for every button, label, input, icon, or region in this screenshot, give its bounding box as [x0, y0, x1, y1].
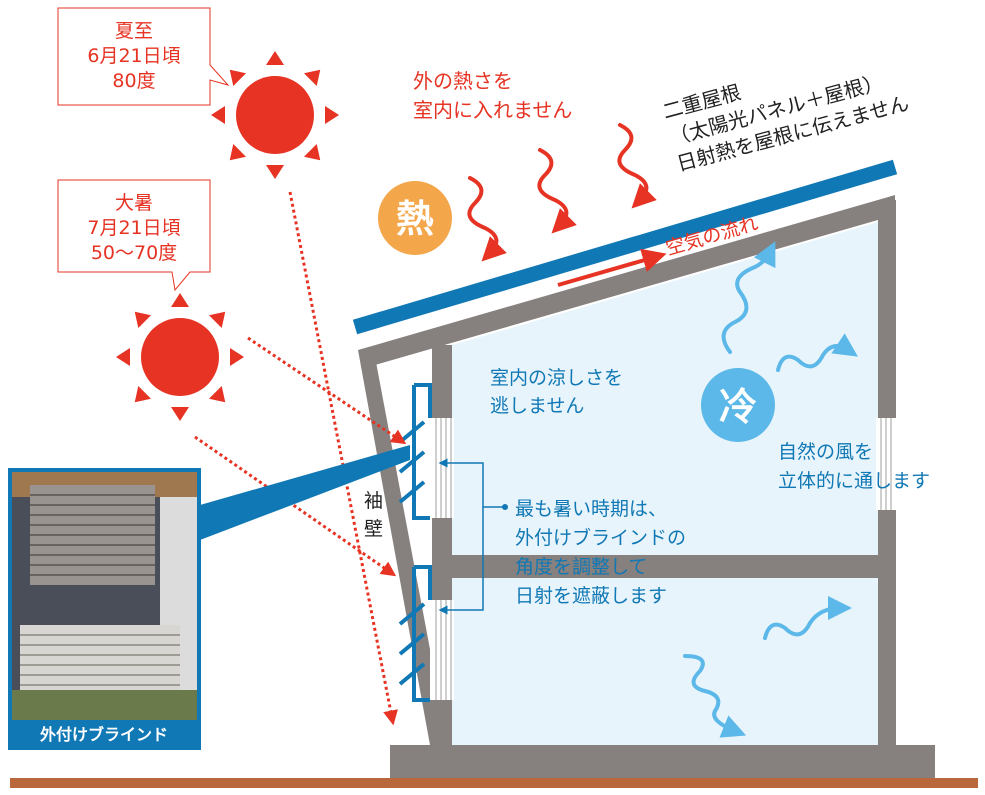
heat-badge-label: 熱 — [396, 197, 434, 241]
text-line: 外付けブラインドの — [515, 526, 686, 549]
callout-line: 夏至 — [115, 20, 153, 42]
text-line: 室内に入れません — [413, 98, 572, 122]
callout-line: 80度 — [112, 70, 155, 92]
ground — [10, 778, 978, 788]
double-roof-panel — [352, 159, 898, 335]
text-line: 壁 — [364, 518, 383, 540]
room-interior — [452, 222, 878, 745]
text-line: 最も暑い時期は、 — [515, 498, 667, 520]
text-line: 角度を調整して — [515, 556, 647, 578]
floor-slab — [452, 555, 878, 578]
cool-wind-arrows — [683, 241, 858, 738]
external-blind-lower — [398, 565, 432, 702]
text-line: 立体的に通します — [778, 470, 930, 492]
text-line: 自然の風を — [778, 441, 873, 463]
heat-badge — [378, 181, 452, 255]
text-line: 室内の涼しさを — [490, 367, 623, 389]
left-upper-window — [430, 418, 454, 518]
cool-badge-label: 冷 — [719, 385, 757, 429]
external-blind-upper — [398, 383, 432, 520]
left-lower-window — [430, 600, 454, 700]
double-roof-text: 二重屋根 （太陽光パネル＋屋根） 日射熱を屋根に伝えません — [660, 70, 911, 176]
outside-heat-text: 外の熱さを 室内に入れません — [413, 69, 572, 122]
text-line: 袖 — [364, 490, 383, 512]
callout-box-summer — [57, 7, 230, 106]
air-flow-arrow — [557, 248, 667, 287]
sunlight-dotted-rays — [194, 191, 407, 726]
leader-dot — [502, 504, 508, 510]
heat-wave-arrows — [467, 123, 657, 262]
house-roof — [358, 195, 895, 365]
callout-line: 50〜70度 — [91, 242, 177, 264]
cool-badge — [701, 368, 775, 442]
floor-ledge — [452, 555, 474, 578]
blind-note-text: 最も暑い時期は、 外付けブラインドの 角度を調整して 日射を遮蔽します — [515, 498, 686, 607]
keep-cool-text: 室内の涼しさを 逃しません — [490, 367, 623, 417]
text-line: 日射を遮蔽します — [515, 585, 667, 607]
blind-photo — [8, 468, 201, 750]
callout-box-greatheat — [57, 179, 211, 292]
callout-summer-text: 夏至 6月21日頃 80度 — [87, 20, 180, 92]
natural-wind-text: 自然の風を 立体的に通します — [778, 441, 930, 492]
callout-line: 6月21日頃 — [87, 45, 180, 67]
callout-line: 7月21日頃 — [87, 217, 180, 239]
sleeve-wall — [358, 350, 448, 745]
sleeve-wall-text: 袖 壁 — [364, 490, 383, 540]
callout-greatheat-text: 大暑 7月21日頃 50〜70度 — [87, 192, 180, 264]
blind-note-leader — [438, 458, 505, 615]
right-window — [876, 418, 898, 510]
photo-caption: 外付けブラインド — [39, 725, 168, 744]
sun-icon-greatheat — [116, 293, 244, 421]
photo-pointer — [200, 445, 410, 540]
text-line: 逃しません — [490, 395, 584, 417]
callout-line: 大暑 — [115, 192, 153, 214]
sun-icon-summer — [211, 51, 339, 179]
foundation — [390, 745, 935, 778]
text-line: 外の熱さを — [413, 69, 513, 93]
